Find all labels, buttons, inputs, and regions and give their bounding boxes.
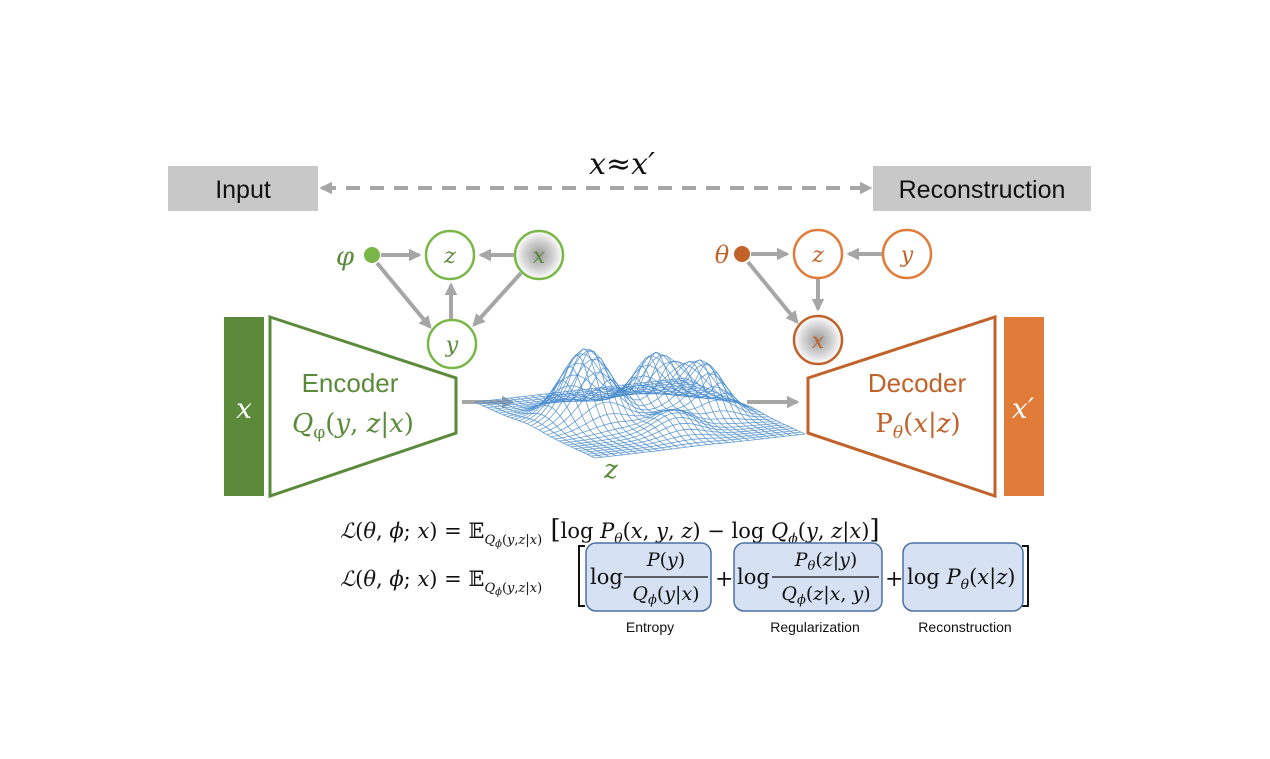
dec-node-y-label: y	[900, 243, 914, 268]
latent-z-label: z	[603, 455, 618, 485]
output-x-prime-label: x′	[1012, 392, 1035, 425]
dec-node-z	[792, 228, 844, 280]
surface-mesh-line	[530, 350, 742, 427]
encoder-formula: Qφ(y, z|x)	[292, 409, 414, 443]
surface-mesh-line	[486, 383, 698, 408]
elbo-equation-line1: ℒ(θ, ϕ; x) = 𝔼Qϕ(y,z|x) [log Pθ(x, y, z)…	[340, 515, 880, 550]
regularization-term-numerator: Pθ(z|y)	[794, 549, 858, 574]
surface-mesh-line	[490, 385, 702, 410]
enc-node-y-label: y	[445, 333, 459, 358]
surface-mesh-line	[593, 365, 715, 445]
encoder-graph: φ z x y	[336, 229, 565, 370]
surface-mesh-line	[590, 431, 802, 457]
reconstruction-term: log Pθ(x|z)	[907, 565, 1015, 593]
surface-mesh-line	[558, 409, 770, 442]
reconstruction-term-box	[902, 542, 1024, 612]
surface-mesh-line	[594, 433, 806, 459]
surface-mesh-line	[550, 386, 762, 438]
surface-mesh-line	[542, 363, 754, 433]
label-regularization: Regularization	[770, 619, 860, 635]
encoder-title: Encoder	[302, 368, 399, 398]
decoder-graph: θ z y x	[715, 228, 933, 366]
surface-mesh-line	[474, 401, 596, 459]
surface-mesh-line	[566, 412, 778, 446]
surface-mesh-line	[478, 379, 690, 405]
surface-mesh-line	[518, 355, 730, 422]
enc-node-x-label: x	[533, 244, 546, 269]
decoder-formula: Pθ(x|z)	[875, 409, 960, 443]
enc-node-z	[424, 229, 476, 281]
surface-mesh-line	[522, 351, 734, 423]
entropy-term-log: log	[590, 565, 623, 589]
label-entropy: Entropy	[626, 619, 674, 635]
surface-mesh-line	[481, 400, 603, 458]
label-reconstruction: Reconstruction	[918, 619, 1011, 635]
reconstruction-label: Reconstruction	[899, 176, 1066, 204]
surface-mesh-line	[546, 372, 758, 436]
input-x-bar-label: x	[236, 392, 252, 425]
surface-mesh-line	[474, 377, 686, 403]
input-label: Input	[215, 176, 271, 204]
surface-mesh-line	[570, 416, 782, 448]
surface-mesh-line	[586, 429, 798, 455]
right-big-bracket	[1022, 545, 1029, 607]
phi-param-dot	[364, 247, 380, 263]
dec-node-x-label: x	[812, 329, 825, 354]
regularization-term-log: log	[737, 565, 770, 589]
dec-node-z-label: z	[811, 243, 824, 268]
surface-mesh-line	[526, 348, 738, 425]
output-x-prime-bar	[1004, 317, 1044, 496]
arrow-x-to-y	[472, 271, 523, 327]
plus-1: +	[715, 567, 733, 592]
surface-mesh-line	[562, 409, 774, 444]
regularization-term-denominator: Qϕ(z|x, y)	[781, 583, 870, 608]
reconstruction-box	[873, 166, 1091, 211]
left-big-bracket	[578, 545, 585, 607]
entropy-term-denominator: Qϕ(y|x)	[632, 583, 699, 608]
enc-node-z-label: z	[443, 244, 456, 269]
input-box	[168, 166, 318, 211]
latent-surface-plot	[474, 348, 806, 459]
theta-label: θ	[715, 241, 730, 269]
enc-node-x-observed	[513, 229, 565, 281]
approx-label: x≈x′	[589, 147, 655, 182]
decoder-title: Decoder	[868, 368, 967, 398]
arrow-phi-to-y	[375, 261, 432, 329]
encoder-trapezoid	[268, 314, 458, 499]
arrow-theta-to-x-dec	[746, 260, 799, 324]
surface-mesh-line	[578, 426, 790, 451]
elbo-equation-line2-lhs: ℒ(θ, ϕ; x) = 𝔼Qϕ(y,z|x)	[340, 567, 542, 598]
surface-mesh-line	[538, 359, 750, 431]
surface-mesh-line	[554, 399, 766, 440]
input-x-bar	[224, 317, 264, 496]
surface-mesh-line	[582, 428, 794, 453]
dec-node-x-observed	[792, 314, 844, 366]
entropy-term-numerator: P(y)	[646, 549, 685, 571]
enc-node-y	[426, 318, 478, 370]
decoder-trapezoid	[806, 314, 997, 499]
surface-mesh-line	[495, 399, 617, 456]
surface-mesh-line	[663, 380, 785, 437]
phi-label: φ	[336, 242, 355, 272]
surface-mesh-line	[642, 362, 764, 440]
surface-mesh-line	[482, 381, 694, 407]
surface-mesh-line	[534, 358, 746, 429]
plus-2: +	[885, 567, 903, 592]
surface-mesh-line	[574, 422, 786, 450]
dec-node-y	[881, 228, 933, 280]
theta-param-dot	[734, 246, 750, 262]
